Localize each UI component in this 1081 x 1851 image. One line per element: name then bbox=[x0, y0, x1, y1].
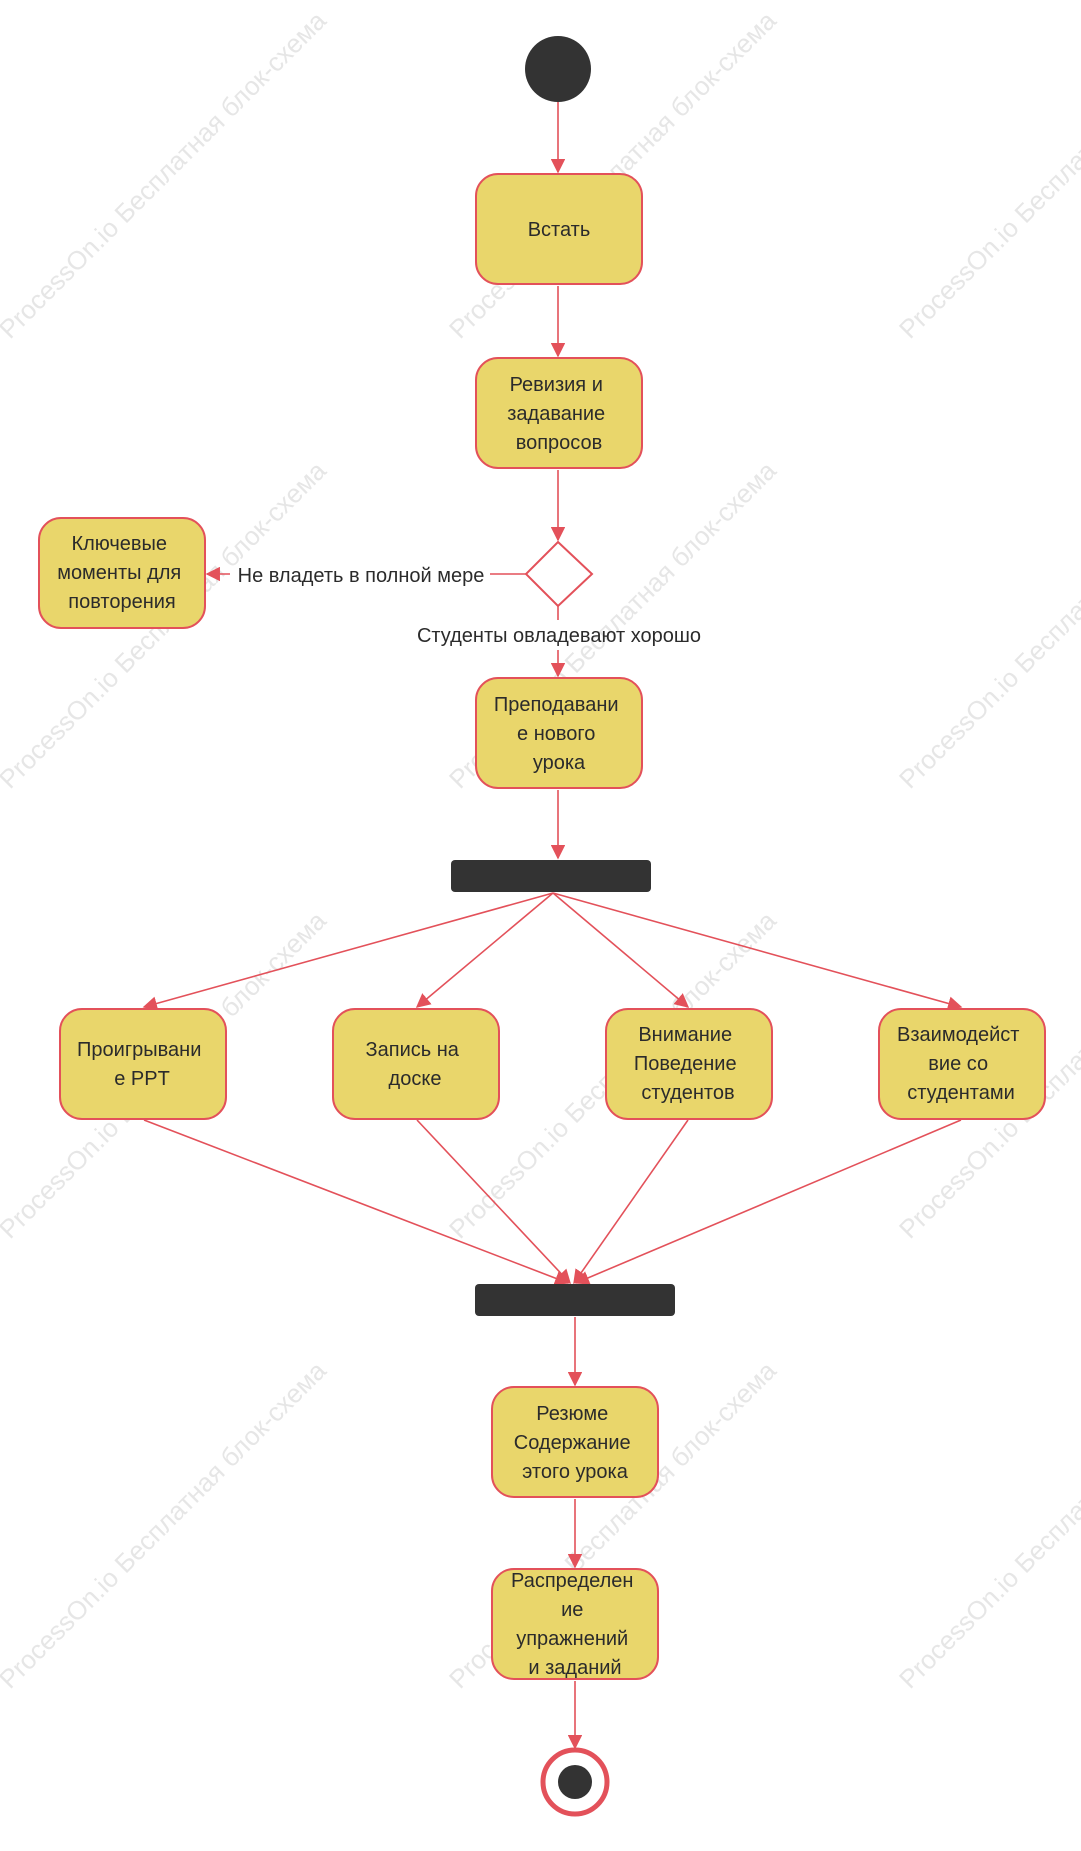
edge-fork-ppt bbox=[142, 892, 554, 1011]
decision-diamond[interactable] bbox=[524, 540, 594, 608]
watermark: ProcessOn.io Бесплатная блок-схема bbox=[0, 5, 332, 344]
label-line: Распределен bbox=[511, 1570, 633, 1592]
label-line: ие bbox=[561, 1599, 583, 1621]
label-line: Взаимодейст bbox=[897, 1024, 1019, 1046]
label-line: задавание bbox=[507, 403, 605, 425]
edge-board-join bbox=[416, 1119, 571, 1285]
label-line: Резюме bbox=[536, 1403, 608, 1425]
end-node-core bbox=[558, 1765, 592, 1799]
activity-assign[interactable]: Распределен ие упражнений и заданий bbox=[491, 1568, 659, 1680]
label-line: Ревизия и bbox=[510, 374, 603, 396]
activity-key-points-label: Ключевые моменты для повторения bbox=[57, 533, 187, 613]
activity-board-label: Запись на доске bbox=[366, 1039, 465, 1090]
label-line: Запись на bbox=[366, 1039, 460, 1061]
activity-ppt-label: Проигрывани е PPT bbox=[77, 1039, 207, 1090]
edge-interact-join bbox=[574, 1119, 962, 1285]
activity-teach[interactable]: Преподавани е нового урока bbox=[475, 677, 643, 789]
label-line: вопросов bbox=[516, 432, 603, 454]
label-line: Встать bbox=[528, 219, 591, 241]
join-bar[interactable] bbox=[475, 1284, 675, 1316]
label-line: Проигрывани bbox=[77, 1039, 201, 1061]
activity-assign-label: Распределен ие упражнений и заданий bbox=[511, 1570, 639, 1679]
watermark: ProcessOn.io Бесплатная блок-схема bbox=[893, 1355, 1081, 1694]
label-line: этого урока bbox=[522, 1461, 629, 1483]
activity-key-points[interactable]: Ключевые моменты для повторения bbox=[38, 517, 206, 629]
edge-fork-board bbox=[415, 892, 554, 1008]
edge-label-not-mastered: Не владеть в полной мере bbox=[238, 565, 485, 587]
label-line: повторения bbox=[68, 591, 176, 613]
label-line: Ключевые bbox=[71, 533, 167, 555]
activity-interact[interactable]: Взаимодейст вие со студентами bbox=[878, 1008, 1046, 1120]
label-line: урока bbox=[533, 752, 586, 774]
activity-stand[interactable]: Встать bbox=[475, 173, 643, 285]
label-line: е PPT bbox=[114, 1068, 170, 1090]
label-line: студентами bbox=[907, 1082, 1015, 1104]
label-line: вие со bbox=[928, 1053, 988, 1075]
activity-board[interactable]: Запись на доске bbox=[332, 1008, 500, 1120]
edge-fork-attention bbox=[552, 892, 690, 1008]
activity-summary[interactable]: Резюме Содержание этого урока bbox=[491, 1386, 659, 1498]
watermark: ProcessOn.io Бесплатная блок-схема bbox=[893, 455, 1081, 794]
activity-teach-label: Преподавани е нового урока bbox=[494, 694, 624, 774]
watermark: ProcessOn.io Бесплатная блок-схема bbox=[893, 5, 1081, 344]
activity-ppt[interactable]: Проигрывани е PPT bbox=[59, 1008, 227, 1120]
fork-bar[interactable] bbox=[451, 860, 651, 892]
activity-attention[interactable]: Внимание Поведение студентов bbox=[605, 1008, 773, 1120]
label-line: Преподавани bbox=[494, 694, 619, 716]
edge-ppt-join bbox=[143, 1119, 570, 1286]
activity-stand-label: Встать bbox=[528, 219, 591, 241]
label-line: и заданий bbox=[528, 1657, 621, 1679]
label-line: студентов bbox=[641, 1082, 734, 1104]
label-line: Поведение bbox=[634, 1053, 737, 1075]
label-line: Внимание bbox=[638, 1024, 732, 1046]
edge-fork-interact bbox=[552, 892, 963, 1011]
activity-revision[interactable]: Ревизия и задавание вопросов bbox=[475, 357, 643, 469]
activity-interact-label: Взаимодейст вие со студентами bbox=[897, 1024, 1025, 1104]
activity-attention-label: Внимание Поведение студентов bbox=[634, 1024, 742, 1104]
activity-revision-label: Ревизия и задавание вопросов bbox=[507, 374, 611, 454]
edges bbox=[142, 102, 963, 1750]
activity-summary-label: Резюме Содержание этого урока bbox=[514, 1403, 636, 1483]
label-line: е нового bbox=[517, 723, 595, 745]
edge-attention-join bbox=[573, 1119, 689, 1285]
edge-label-mastered: Студенты овладевают хорошо bbox=[417, 625, 701, 647]
label-line: упражнений bbox=[516, 1628, 628, 1650]
watermark: ProcessOn.io Бесплатная блок-схема bbox=[0, 1355, 332, 1694]
label-line: моменты для bbox=[57, 562, 181, 584]
start-node[interactable] bbox=[525, 36, 591, 102]
label-line: Содержание bbox=[514, 1432, 631, 1454]
label-line: доске bbox=[389, 1068, 442, 1090]
